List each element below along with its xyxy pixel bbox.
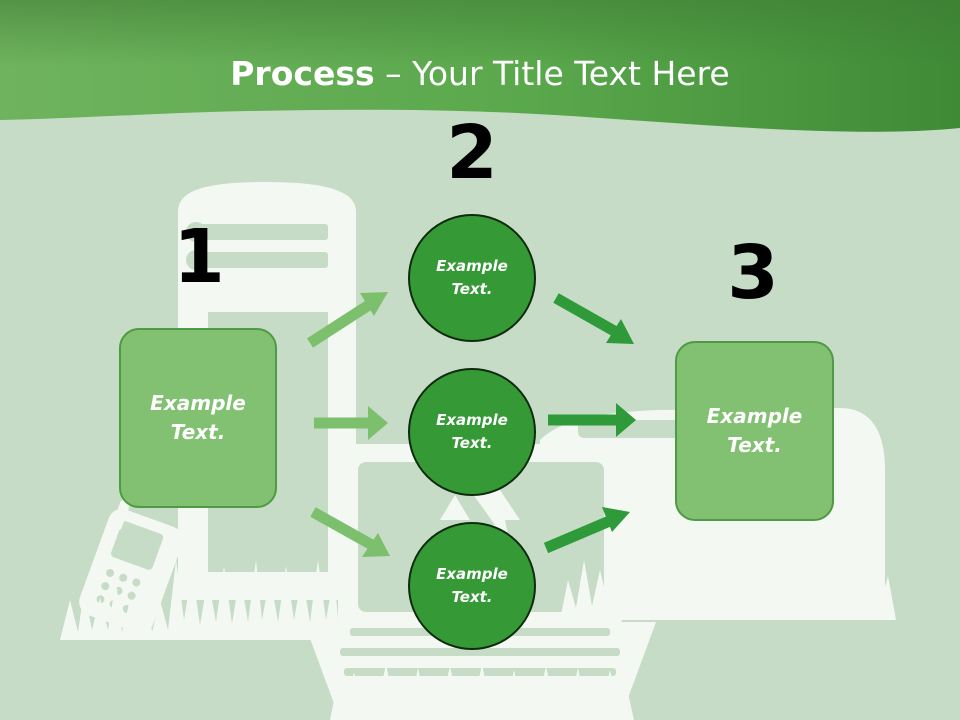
step-number-2: 2 — [446, 110, 498, 196]
step-number-1: 1 — [173, 214, 225, 300]
header-band — [0, 0, 960, 132]
mobile-phone-icon — [79, 500, 183, 634]
process-circle-bottom-line1: Example — [436, 565, 508, 583]
process-box-right-line2: Text. — [727, 433, 782, 457]
arrow-middle-to-right — [548, 403, 636, 437]
process-box-left-line1: Example — [150, 391, 246, 415]
process-circle-top-line2: Text. — [451, 280, 493, 298]
title-rest: – Your Title Text Here — [374, 54, 730, 93]
arrow-bottom-to-right — [543, 507, 630, 554]
arrow-left-to-bottom — [310, 507, 390, 557]
flow-arrows — [307, 292, 636, 557]
process-box-left-line2: Text. — [170, 420, 226, 444]
process-circle-middle-line2: Text. — [451, 434, 493, 452]
title-bold: Process — [230, 54, 375, 93]
process-circle-bottom-line2: Text. — [451, 588, 493, 606]
process-circle-middle-line1: Example — [436, 411, 508, 429]
arrow-left-to-top — [307, 292, 388, 348]
arrow-left-to-middle — [314, 406, 388, 440]
process-circle-top-line1: Example — [436, 257, 508, 275]
grass-icon — [60, 540, 896, 720]
slide-title: Process – Your Title Text Here — [0, 52, 960, 96]
process-box-right-line1: Example — [706, 404, 803, 428]
recycle-icon — [440, 490, 520, 545]
step-number-3: 3 — [727, 230, 779, 316]
arrow-top-to-right — [553, 293, 634, 344]
